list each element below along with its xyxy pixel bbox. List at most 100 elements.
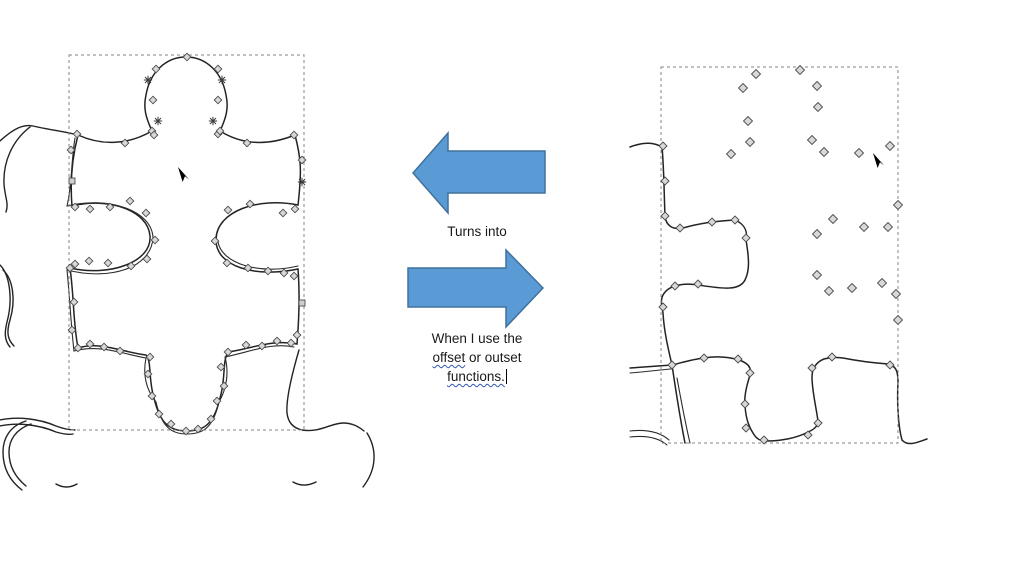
- control-point-diamond[interactable]: [892, 314, 904, 326]
- control-point-diamond[interactable]: [72, 129, 82, 139]
- control-point-diamond[interactable]: [212, 396, 222, 406]
- control-point-diamond[interactable]: [744, 136, 756, 148]
- control-point-diamond[interactable]: [141, 208, 151, 218]
- control-point-diamond[interactable]: [876, 277, 888, 289]
- control-point-burst[interactable]: [208, 116, 218, 126]
- control-point-diamond[interactable]: [66, 145, 76, 155]
- control-point-diamond[interactable]: [67, 325, 77, 335]
- control-point-diamond[interactable]: [827, 213, 839, 225]
- control-point-diamond[interactable]: [263, 266, 273, 276]
- control-point-diamond[interactable]: [219, 381, 229, 391]
- control-point-diamond[interactable]: [223, 205, 233, 215]
- control-point-diamond[interactable]: [884, 140, 896, 152]
- control-point-diamond[interactable]: [126, 261, 136, 271]
- control-point-diamond[interactable]: [658, 141, 668, 151]
- control-point-diamond[interactable]: [818, 146, 830, 158]
- control-point-diamond[interactable]: [737, 82, 749, 94]
- control-point-diamond[interactable]: [65, 263, 75, 273]
- control-point-diamond[interactable]: [210, 236, 220, 246]
- control-point-diamond[interactable]: [811, 228, 823, 240]
- control-point-diamond[interactable]: [725, 148, 737, 160]
- control-point-diamond[interactable]: [289, 271, 299, 281]
- control-point-diamond[interactable]: [147, 391, 157, 401]
- control-point-diamond[interactable]: [257, 341, 267, 351]
- control-point-square[interactable]: [68, 177, 76, 185]
- control-point-diamond[interactable]: [693, 279, 703, 289]
- control-point-diamond[interactable]: [105, 202, 115, 212]
- control-point-square[interactable]: [298, 299, 306, 307]
- control-point-diamond[interactable]: [846, 282, 858, 294]
- control-point-diamond[interactable]: [216, 362, 226, 372]
- control-point-diamond[interactable]: [290, 204, 300, 214]
- control-point-diamond[interactable]: [882, 221, 894, 233]
- distorted-bottom-curve[interactable]: [629, 356, 928, 445]
- control-point-diamond[interactable]: [730, 215, 740, 225]
- control-point-diamond[interactable]: [707, 217, 717, 227]
- control-point-burst[interactable]: [297, 177, 307, 187]
- control-point-diamond[interactable]: [279, 268, 289, 278]
- control-point-diamond[interactable]: [297, 155, 307, 165]
- control-point-diamond[interactable]: [806, 134, 818, 146]
- control-point-burst[interactable]: [217, 75, 227, 85]
- control-point-diamond[interactable]: [272, 336, 282, 346]
- control-point-diamond[interactable]: [741, 423, 751, 433]
- control-point-diamond[interactable]: [803, 430, 813, 440]
- control-point-diamond[interactable]: [807, 363, 817, 373]
- control-point-diamond[interactable]: [741, 233, 751, 243]
- control-point-diamond[interactable]: [812, 101, 824, 113]
- puzzle-piece-outline[interactable]: [69, 56, 302, 432]
- control-point-diamond[interactable]: [149, 130, 159, 140]
- control-point-diamond[interactable]: [115, 346, 125, 356]
- control-point-diamond[interactable]: [853, 147, 865, 159]
- control-point-diamond[interactable]: [151, 64, 161, 74]
- control-point-diamond[interactable]: [143, 369, 153, 379]
- control-point-diamond[interactable]: [699, 353, 709, 363]
- control-point-diamond[interactable]: [245, 199, 255, 209]
- control-point-diamond[interactable]: [148, 95, 158, 105]
- control-point-diamond[interactable]: [193, 424, 203, 434]
- control-point-diamond[interactable]: [243, 263, 253, 273]
- control-point-diamond[interactable]: [286, 338, 296, 348]
- caption-text[interactable]: When I use the offset or outset function…: [402, 329, 552, 386]
- distorted-left-edge-curve[interactable]: [629, 142, 750, 444]
- control-point-diamond[interactable]: [670, 281, 680, 291]
- control-point-diamond[interactable]: [84, 256, 94, 266]
- control-point-diamond[interactable]: [667, 360, 677, 370]
- right-block-arrow[interactable]: [407, 248, 545, 329]
- control-point-diamond[interactable]: [745, 368, 755, 378]
- control-point-diamond[interactable]: [85, 204, 95, 214]
- control-point-diamond[interactable]: [740, 399, 750, 409]
- control-point-diamond[interactable]: [206, 414, 216, 424]
- control-point-diamond[interactable]: [759, 435, 769, 445]
- control-point-diamond[interactable]: [241, 340, 251, 350]
- control-point-diamond[interactable]: [827, 352, 837, 362]
- control-point-diamond[interactable]: [154, 409, 164, 419]
- control-point-diamond[interactable]: [181, 426, 191, 436]
- control-point-diamond[interactable]: [213, 64, 223, 74]
- control-point-diamond[interactable]: [658, 302, 668, 312]
- control-point-diamond[interactable]: [811, 80, 823, 92]
- control-point-diamond[interactable]: [222, 258, 232, 268]
- control-point-diamond[interactable]: [750, 68, 762, 80]
- selection-bounding-box[interactable]: [68, 54, 305, 431]
- control-point-diamond[interactable]: [660, 176, 670, 186]
- control-point-diamond[interactable]: [223, 347, 233, 357]
- left-block-arrow[interactable]: [412, 131, 546, 215]
- control-point-diamond[interactable]: [213, 95, 223, 105]
- control-point-diamond[interactable]: [675, 223, 685, 233]
- control-point-diamond[interactable]: [85, 339, 95, 349]
- control-point-diamond[interactable]: [70, 202, 80, 212]
- control-point-burst[interactable]: [143, 75, 153, 85]
- control-point-diamond[interactable]: [289, 130, 299, 140]
- control-point-diamond[interactable]: [166, 419, 176, 429]
- control-point-diamond[interactable]: [103, 258, 113, 268]
- control-point-diamond[interactable]: [858, 221, 870, 233]
- control-point-diamond[interactable]: [69, 297, 79, 307]
- control-point-diamond[interactable]: [120, 138, 130, 148]
- control-point-diamond[interactable]: [660, 211, 670, 221]
- control-point-diamond[interactable]: [742, 115, 754, 127]
- control-point-diamond[interactable]: [142, 254, 152, 264]
- control-point-diamond[interactable]: [70, 259, 80, 269]
- control-point-diamond[interactable]: [823, 285, 835, 297]
- control-point-diamond[interactable]: [292, 330, 302, 340]
